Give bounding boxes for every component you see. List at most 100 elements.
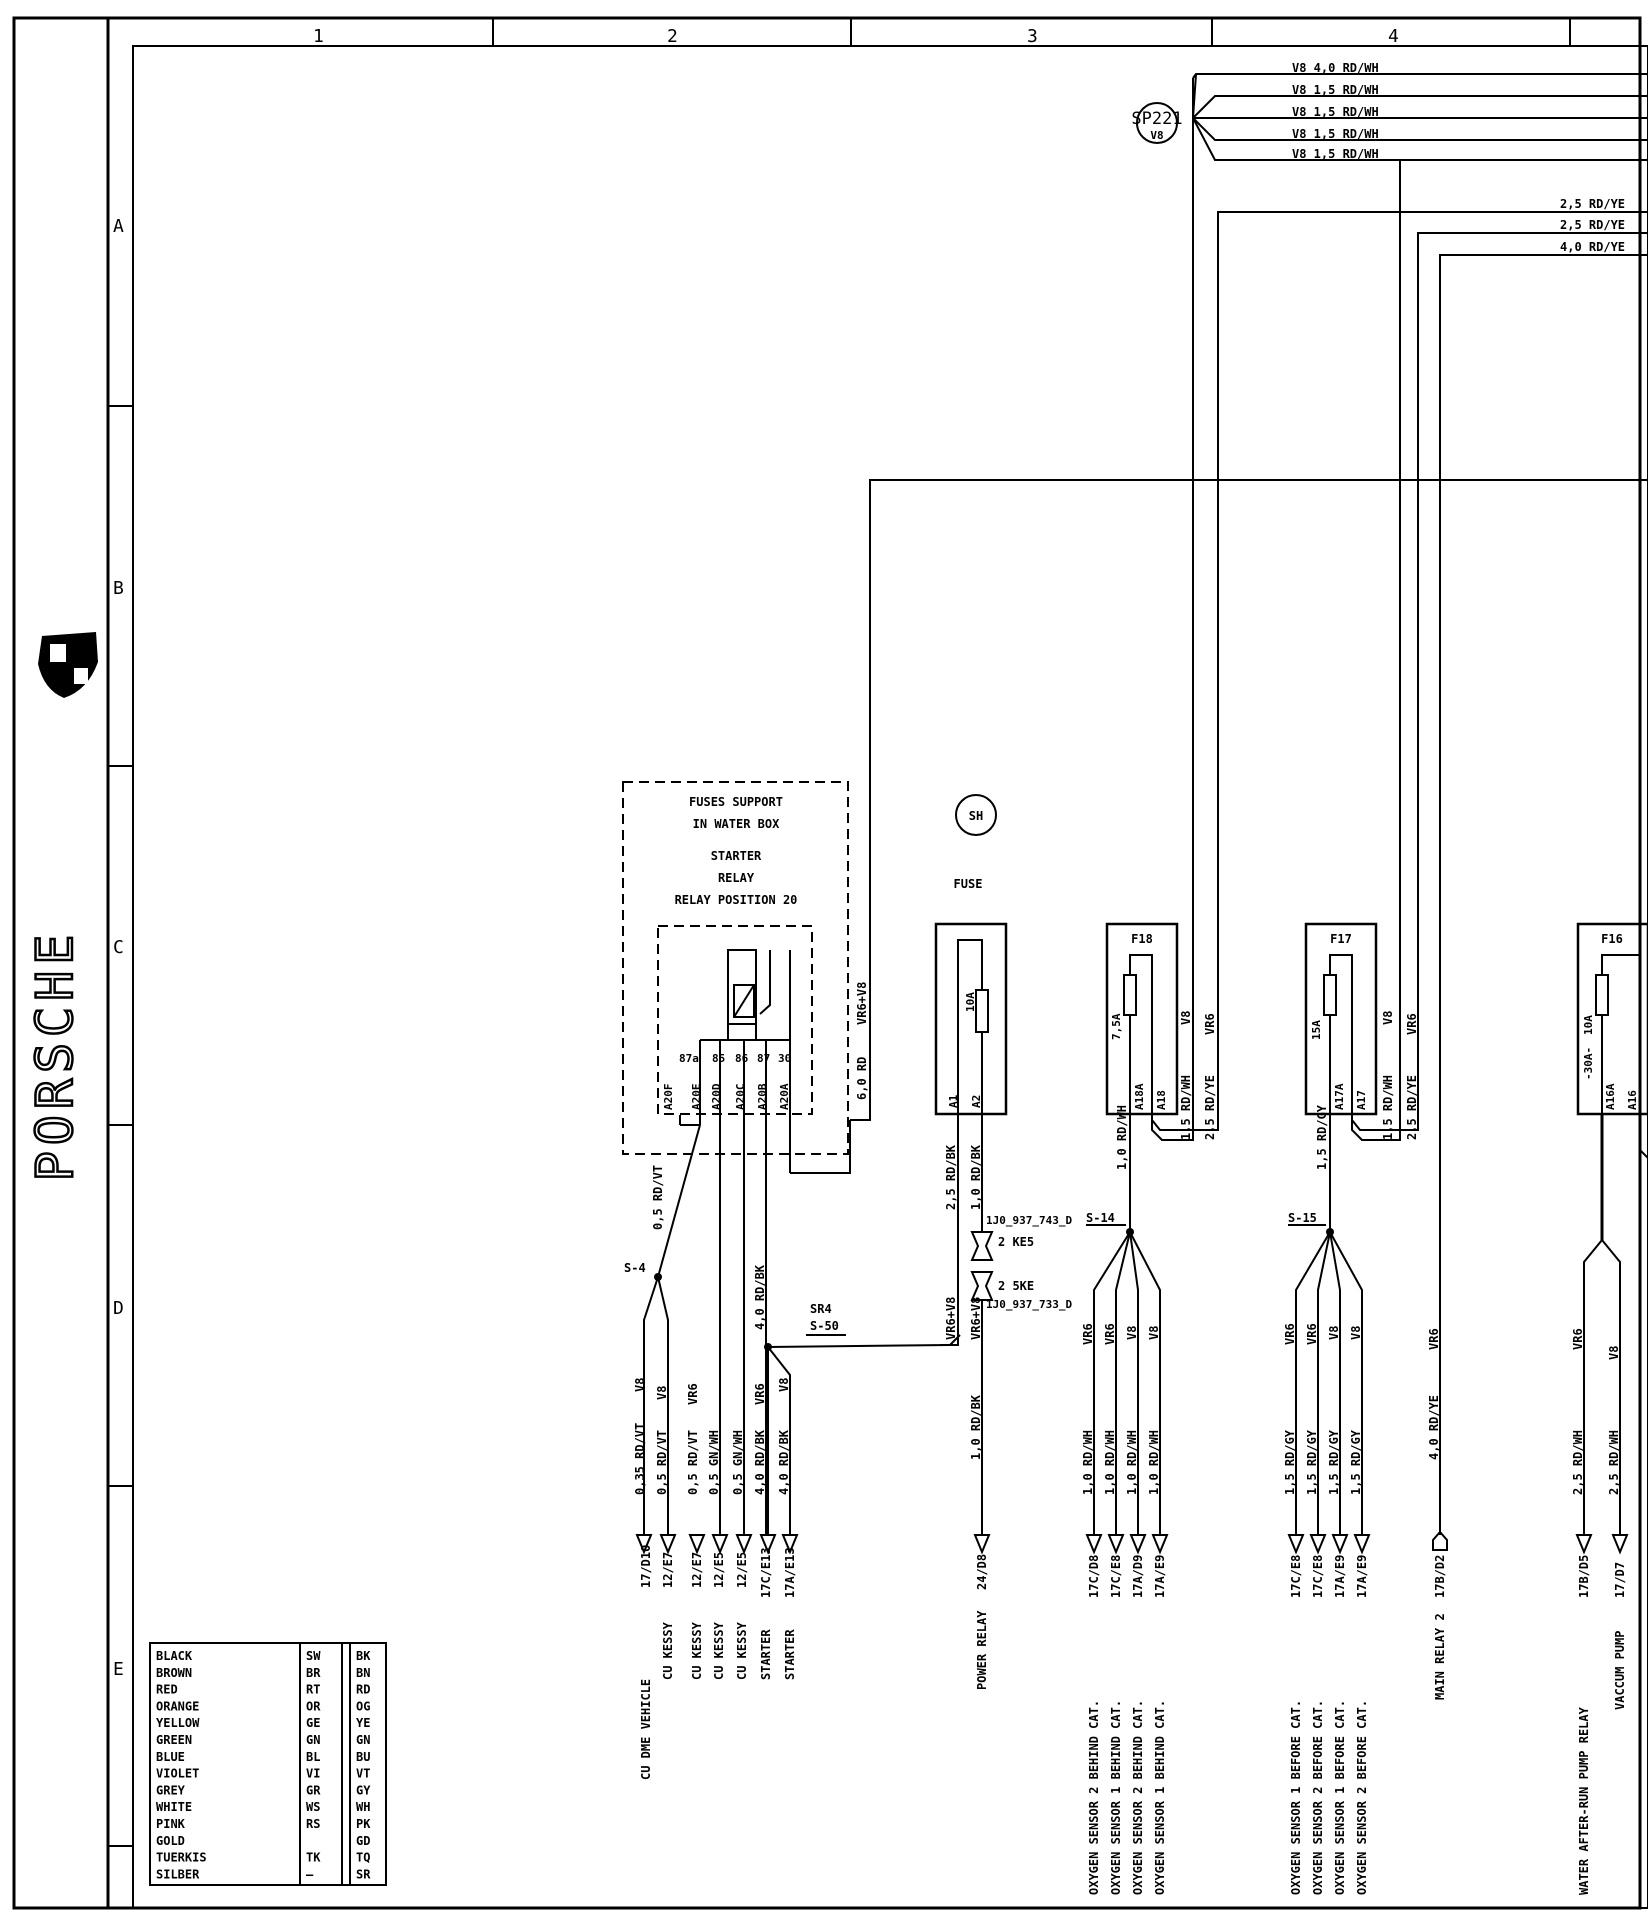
branch-wire: 1,0 RD/BK [969,1394,983,1460]
output-arrow [1107,1534,1125,1555]
legend-color-name: YELLOW [156,1716,200,1730]
branch-dest: CU KESSY [661,1621,675,1680]
branch-wire: 1,0 RD/WH [1081,1430,1095,1495]
main-fuse[interactable]: 10A A1 A2 [934,922,1008,1116]
legend-code-de: TK [306,1851,321,1865]
f17-v2: VR6 [1405,1013,1419,1035]
output-arrow [973,1534,991,1555]
svg-text:-30A-: -30A- [1582,1047,1595,1080]
legend-code-en: GY [356,1783,371,1797]
f18-w1: 1,5 RD/WH [1179,1075,1193,1140]
branch-wire: 2,5 RD/WH [1607,1430,1621,1495]
top-wire-label: V8 4,0 RD/WH [1292,61,1379,75]
legend-code-de: RS [306,1817,320,1831]
f17-w2: 2,5 RD/YE [1405,1075,1419,1140]
row-label-b: B [113,578,124,599]
legend-code-en: SR [356,1867,371,1881]
outer-frame [12,16,1642,1910]
legend-color-name: GREEN [156,1733,192,1747]
svg-text:SH: SH [969,809,983,823]
legend-color-name: PINK [156,1817,186,1831]
output-arrow [659,1534,677,1555]
porsche-crest-icon [38,632,98,698]
relay-term: A20A [778,1083,791,1110]
legend-code-de: GN [306,1733,320,1747]
legend-code-en: OG [356,1699,370,1713]
legend-code-de: SW [306,1649,321,1663]
branch-wire: 0,5 GN/WH [731,1430,745,1495]
s14-wire: 1,0 RD/WH [1115,1105,1129,1170]
output-arrow [1611,1534,1629,1555]
branch-vr: V8 [1147,1326,1161,1340]
f17-v1: V8 [1381,1011,1395,1025]
svg-text:15A: 15A [1310,1020,1323,1040]
s4-wire: 0,5 RD/VT [651,1165,665,1230]
branch-ref: 12/E7 [661,1552,675,1588]
branch-dest: CU KESSY [712,1621,726,1680]
fuses-support-box[interactable]: FUSES SUPPORT IN WATER BOX STARTER RELAY… [622,781,849,1155]
branch-ref: 17/D7 [1613,1562,1627,1598]
relay-output-wire: 6,0 RD [855,1057,869,1100]
starter-relay[interactable] [657,925,813,1115]
branch-vr: V8 [1125,1326,1139,1340]
branch-ref: 17A/E9 [1153,1555,1167,1598]
svg-text:F18: F18 [1131,932,1153,946]
output-arrow [1085,1534,1103,1555]
branch-vr: V8 [777,1378,791,1392]
s15-wire: 1,5 RD/GY [1315,1104,1329,1170]
relay-pin: 85 [712,1052,725,1065]
svg-text:V8: V8 [1150,129,1163,142]
branch-ref: 17A/D9 [1131,1555,1145,1598]
svg-text:10A: 10A [964,992,977,1012]
branch-ref: 12/E7 [690,1552,704,1588]
ke-vr-a: VR6+V8 [944,1297,958,1340]
fuse-f17[interactable]: F17 15A A17A A17 [1304,922,1378,1116]
legend-code-en: TQ [356,1851,370,1865]
branch-dest: POWER RELAY [975,1610,989,1690]
branch-ref: 17A/E9 [1355,1555,1369,1598]
legend-color-name: BLUE [156,1750,185,1764]
branch-dest: OXYGEN SENSOR 2 BEFORE CAT. [1355,1700,1369,1895]
legend-code-en: BN [356,1666,370,1680]
ke5-label: 2 KE5 [998,1235,1034,1249]
fuse-f16[interactable]: F16 10A -30A- A16A A16 [1576,922,1648,1116]
s50-wire: 4,0 RD/BK [753,1264,767,1330]
ke-vr-b: VR6+V8 [969,1297,983,1340]
splice-sp221[interactable]: SP221 V8 [1131,102,1183,144]
fuse-caption: FUSE [954,877,983,891]
fuse-a1-wire: 2,5 RD/BK [944,1144,958,1210]
branch-wire: 0,5 RD/VT [655,1430,669,1495]
legend-color-name: RED [156,1683,178,1697]
legend-color-name: SILBER [156,1867,200,1881]
branch-dest: VACCUM PUMP [1613,1631,1627,1710]
branch-dest: CU DME VEHICLE [639,1679,653,1780]
branch-ref: 17A/E9 [1333,1555,1347,1598]
output-arrow [1309,1534,1327,1555]
relay-term: A20B [756,1083,769,1110]
legend-code-en: RD [356,1683,370,1697]
svg-text:A17: A17 [1355,1090,1368,1110]
connector-ke5[interactable] [970,1231,994,1301]
branch-vr: VR6 [686,1383,700,1405]
branch-wire: 4,0 RD/BK [753,1429,767,1495]
branch-ref: 17A/E13 [783,1547,797,1598]
relay-pin: 86 [735,1052,749,1065]
branch-dest: OXYGEN SENSOR 2 BEHIND CAT. [1131,1700,1145,1895]
svg-text:RELAY POSITION 20: RELAY POSITION 20 [675,893,798,907]
ke2-label: 2 5KE [998,1279,1034,1293]
legend-code-de: OR [306,1699,321,1713]
svg-text:A16A: A16A [1604,1083,1617,1110]
svg-text:F16: F16 [1601,932,1623,946]
branch-ref: 17B/D2 [1433,1555,1447,1598]
branch-dest: STARTER [759,1629,773,1680]
f18-v1: V8 [1179,1011,1193,1025]
right-wire-label: 4,0 RD/YE [1560,240,1625,254]
branch-dest: WATER AFTER-RUN PUMP RELAY [1577,1706,1591,1895]
right-wire-label: 2,5 RD/YE [1560,197,1625,211]
fuse-f18[interactable]: F18 7,5A A18A A18 [1105,922,1179,1116]
color-legend [149,1642,387,1886]
branch-dest: CU KESSY [735,1621,749,1680]
legend-code-de: GE [306,1716,320,1730]
branch-wire: 1,5 RD/GY [1327,1429,1341,1495]
